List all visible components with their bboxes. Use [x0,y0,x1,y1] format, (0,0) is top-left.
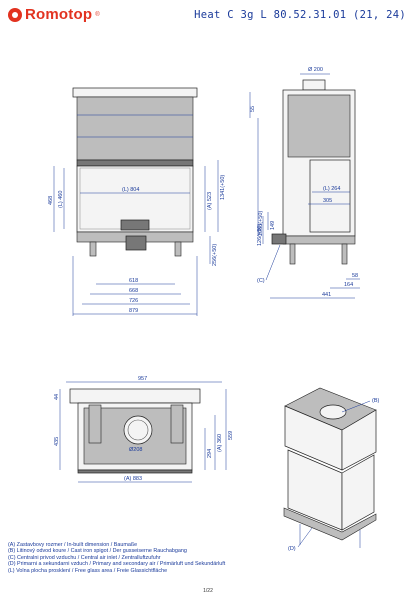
dim-front-618: 618 [129,278,138,284]
side-view: Ø 200 55 1085(+50) 126(+50) 149 (L) 264 … [249,67,360,299]
dim-side-126: 126(+50) [257,224,263,246]
legend: (A) Zastavbovy rozmer / In-built dimensi… [8,542,225,574]
legend-item-l: (L) Volna plocha prosklení / Free glass … [8,567,168,574]
front-air-inlet [125,235,147,251]
front-lintel [76,159,194,167]
romotop-logo: Romotop® [8,6,100,23]
dim-plan-883: (A) 883 [124,476,142,482]
dim-side-glass-width: (L) 264 [323,186,340,192]
dim-front-726: 726 [129,298,138,304]
isometric-view: (B) (D) [283,387,380,552]
dim-plan-559: 559 [228,431,234,440]
label-iso-b: (B) [372,398,380,404]
label-side-c: (C) [257,278,265,284]
dim-plan-435: 435 [54,437,60,446]
dim-front-668: 668 [129,288,138,294]
iso-side-glass [341,454,375,531]
dim-side-164: 164 [344,282,353,288]
model-title: Heat C 3g L 80.52.31.01 (21, 24) [194,9,406,21]
plan-rear-edge [69,388,201,404]
dim-front-glass-width: (L) 804 [122,187,139,193]
plan-front-edge [77,469,193,474]
side-flue-spigot [302,79,326,91]
front-leg-right [174,241,182,257]
brand-name: Romotop [25,6,93,23]
side-base [282,235,356,245]
plan-view: 957 Ø208 44 435 294 (A) 360 559 (A) 883 [54,376,234,483]
dim-side-149: 149 [270,221,276,230]
dim-front-256: 256(+50) [212,244,218,266]
logo-mark-icon [8,7,22,22]
side-hood [287,94,351,158]
legend-item-c: (C) Centralni privod vzduchu / Central a… [8,554,161,561]
dim-plan-294: 294 [207,449,213,458]
dim-side-flue-diameter: Ø 200 [308,67,323,73]
side-leg-left [289,243,296,265]
iso-base [283,507,377,541]
dim-front-879: 879 [129,308,138,314]
dim-side-55: 55 [250,106,256,112]
side-leg-right [341,243,348,265]
dim-plan-360: (A) 360 [217,434,223,452]
dim-plan-flue-diameter: Ø208 [129,447,142,453]
side-glass [309,159,351,233]
dim-plan-44: 44 [54,394,60,400]
dim-side-58: 58 [352,273,358,279]
legend-item-d: (D) Primarni a sekundarni vzduch / Prima… [8,561,226,568]
legend-item-b: (B) Litinový odvod koure / Cast iron spi… [8,548,187,555]
iso-side-hood [341,409,377,471]
plan-side-bracket-left [88,404,102,444]
dim-side-305: 305 [323,198,332,204]
plan-side-bracket [170,404,184,444]
front-hood-panel [76,96,194,161]
dim-plan-957: 957 [138,376,147,382]
front-view: (L) 804 618 668 726 879 468 (L) 460 (A) … [48,87,226,316]
front-hood-top [72,87,198,98]
dim-front-468: 468 [48,196,54,205]
dim-front-523: (A) 523 [207,192,213,210]
legend-item-a: (A) Zastavbovy rozmer / In-built dimensi… [8,542,138,548]
iso-flue [319,404,347,420]
front-ash-door [120,219,150,231]
dim-front-1341: 1341(+50) [220,175,226,200]
dim-side-1085: 1085(+50) [258,211,264,236]
brand-registered-mark: ® [95,11,100,18]
dim-front-glass-height: (L) 460 [58,191,64,208]
side-air-inlet [271,233,287,245]
dim-side-441: 441 [322,292,331,298]
front-leg-left [89,241,97,257]
page-number: 1/22 [203,588,213,594]
label-iso-d: (D) [288,546,296,552]
